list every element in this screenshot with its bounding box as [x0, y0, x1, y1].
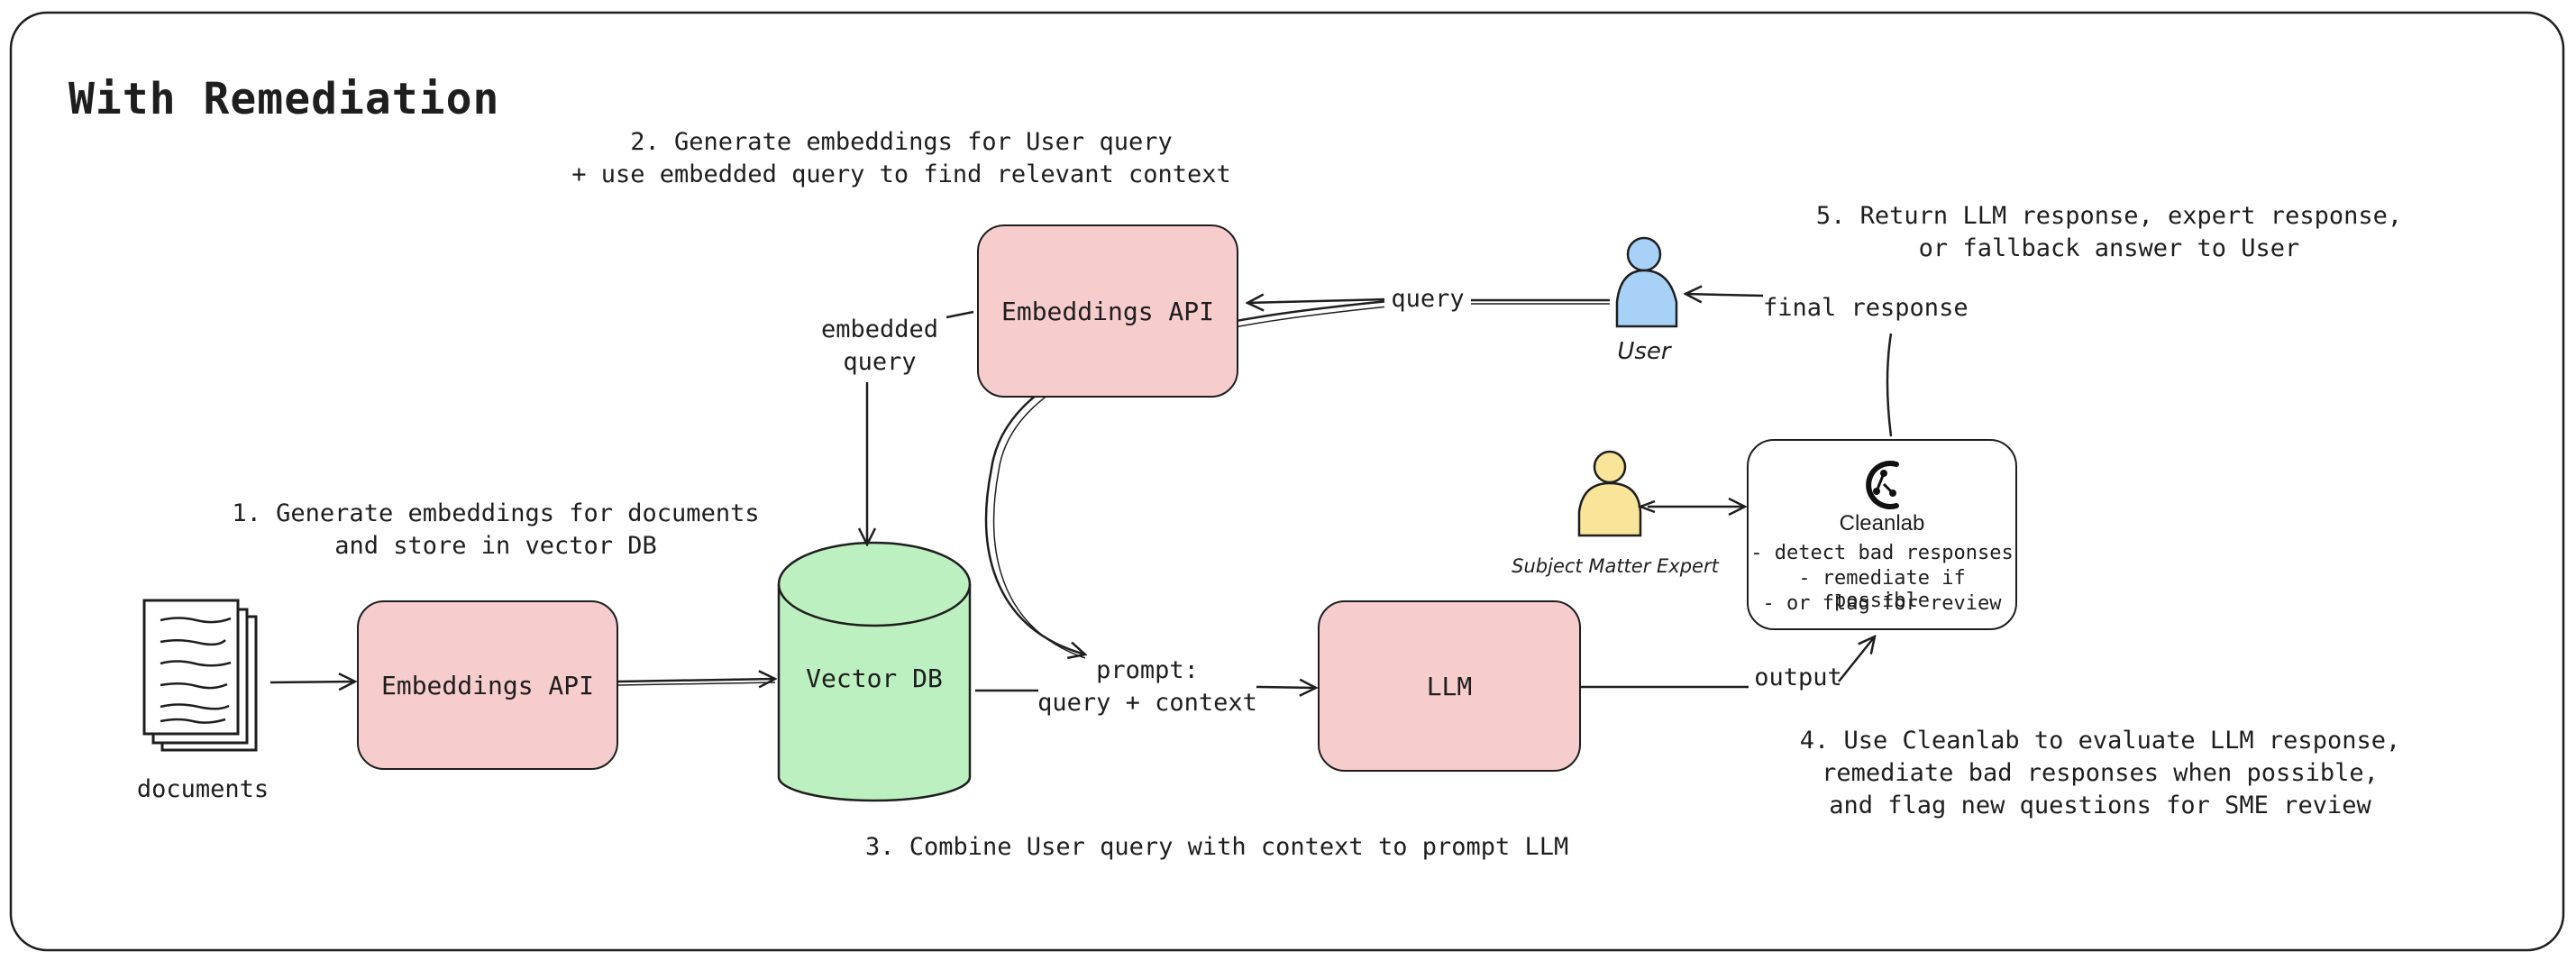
step5-line1: 5. Return LLM response, expert response, — [1815, 202, 2403, 230]
user-label: User — [1617, 338, 1671, 365]
arrow-output-to-cleanlab — [1838, 636, 1875, 682]
embedded-query-line2: query — [843, 348, 917, 376]
arrow-embedded-query-to-vectordb — [945, 310, 974, 319]
embedded-query-line1: embedded — [820, 316, 939, 343]
embeddings-api-query-box: Embeddings API — [977, 224, 1238, 398]
edge-label-final-response: final response — [1763, 294, 1969, 322]
step5-line2: or fallback answer to User — [1918, 234, 2300, 262]
embeddings-api-query-label: Embeddings API — [1000, 296, 1214, 326]
documents-icon — [142, 599, 258, 752]
vector-db-shape — [777, 541, 972, 802]
step4-label: 4. Use Cleanlab to evaluate LLM response… — [1785, 725, 2416, 822]
cleanlab-name: Cleanlab — [1839, 511, 1925, 535]
documents-label: documents — [136, 775, 269, 803]
outer-frame — [9, 11, 2565, 952]
arrow-prompt-to-llm — [1256, 687, 1316, 688]
prompt-line2: query + context — [1037, 689, 1257, 717]
embeddings-api-docs-box: Embeddings API — [357, 600, 618, 770]
step4-line3: and flag new questions for SME review — [1829, 792, 2371, 819]
step5-label: 5. Return LLM response, expert response,… — [1803, 200, 2416, 265]
step3-label: 3. Combine User query with context to pr… — [865, 833, 1569, 861]
llm-label: LLM — [1426, 671, 1473, 701]
vector-db-label: Vector DB — [806, 664, 943, 693]
curve-query-to-prompt — [984, 299, 1389, 654]
step2-line2: + use embedded query to find relevant co… — [571, 160, 1231, 188]
user-icon — [1615, 236, 1678, 328]
cleanlab-line-2: - remediate if possible — [1798, 567, 1966, 612]
embeddings-api-docs-label: Embeddings API — [380, 670, 594, 700]
step1-line1: 1. Generate embeddings for documents — [232, 499, 760, 527]
edge-label-prompt: prompt: query + context — [1037, 654, 1258, 719]
edge-label-embedded-query: embedded query — [808, 314, 952, 379]
cleanlab-line-1: - detect bad responses — [1750, 542, 2014, 564]
prompt-line1: prompt: — [1096, 656, 1199, 684]
sme-icon — [1577, 450, 1642, 537]
arrow-query-to-embeddings — [1247, 299, 1387, 303]
cleanlab-card: Cleanlab - detect bad responses - remedi… — [1747, 439, 2017, 630]
step2-label: 2. Generate embeddings for User query + … — [568, 126, 1235, 191]
step2-line1: 2. Generate embeddings for User query — [630, 128, 1173, 156]
edge-label-query: query — [1384, 283, 1471, 316]
llm-box: LLM — [1318, 600, 1581, 772]
edge-label-output: output — [1754, 664, 1842, 691]
step4-line2: remediate bad responses when possible, — [1822, 759, 2379, 787]
step4-line1: 4. Use Cleanlab to evaluate LLM response… — [1799, 727, 2401, 755]
arrow-final-to-user — [1685, 294, 1764, 296]
step1-line2: and store in vector DB — [334, 532, 657, 560]
arrow-embeddings-to-vectordb — [617, 679, 775, 682]
cleanlab-logo-icon — [1866, 461, 1899, 509]
diagram-title: With Remediation — [69, 74, 500, 124]
step1-label: 1. Generate embeddings for documents and… — [225, 498, 766, 563]
sme-label: Subject Matter Expert — [1512, 555, 1719, 577]
cleanlab-line-3: - or flag for review — [1762, 592, 2002, 615]
arrow-cleanlab-to-final — [1886, 333, 1893, 437]
